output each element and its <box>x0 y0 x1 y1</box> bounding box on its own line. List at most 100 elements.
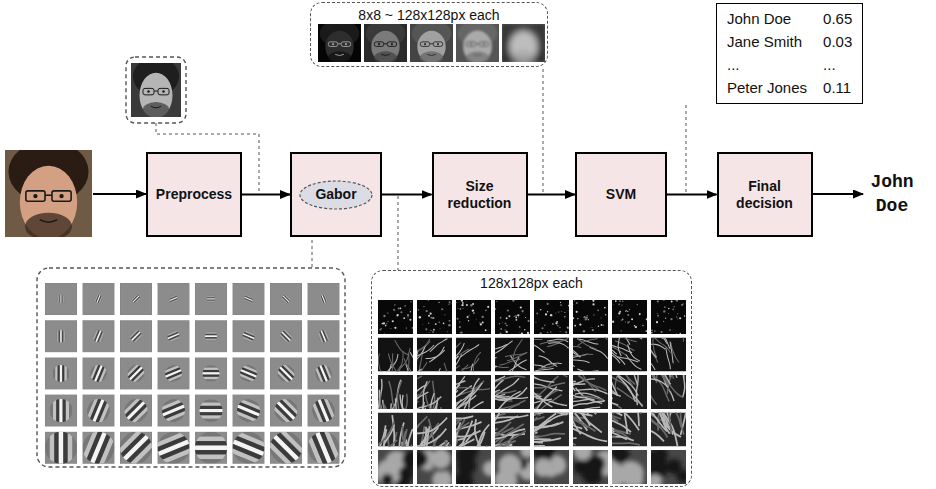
gabor-filter <box>125 400 152 427</box>
gabor-response <box>495 357 497 369</box>
gabor-filter <box>270 360 299 389</box>
gabor-response <box>387 321 388 322</box>
gabor-response <box>621 330 622 331</box>
gabor-response <box>430 312 432 314</box>
gabor-filter <box>69 357 71 389</box>
gabor-filter <box>270 320 302 352</box>
gabor-response <box>396 315 398 317</box>
gabor-response <box>485 329 487 331</box>
gabor-response <box>423 306 424 307</box>
gabor-response <box>573 438 577 446</box>
gabor-filter <box>195 295 227 296</box>
gabor-response <box>670 318 672 320</box>
gabor-response <box>555 312 556 313</box>
gabor-filter <box>195 342 227 344</box>
leader-line <box>686 104 687 192</box>
gabor-response <box>506 317 508 319</box>
gabor-filter <box>98 395 114 426</box>
gabor-response <box>387 312 388 313</box>
gabor-filter <box>308 395 324 426</box>
leader-lines <box>398 67 686 270</box>
gabor-response <box>534 338 569 372</box>
gabor-filter <box>233 331 265 348</box>
gabor-filter <box>233 432 265 464</box>
gabor-response <box>667 375 676 394</box>
gabor-response <box>670 342 673 364</box>
gabor-filter <box>159 451 189 464</box>
gabor-response <box>461 304 463 306</box>
gabor-filter <box>158 320 190 352</box>
gabor-filter <box>54 320 68 352</box>
gabor-response <box>468 320 469 321</box>
gabor-response <box>573 376 576 381</box>
flow-arrow <box>242 194 290 196</box>
gabor-filter <box>270 362 298 390</box>
face-image <box>424 43 426 45</box>
gabor-response <box>651 332 653 334</box>
gabor-response <box>683 338 685 342</box>
gabor-response <box>515 315 516 316</box>
face-image <box>384 43 387 44</box>
gabor-filter <box>270 432 302 464</box>
gabor-filter <box>93 320 110 352</box>
gabor-response <box>592 303 594 305</box>
face-image <box>5 150 92 237</box>
gabor-response <box>651 413 686 447</box>
gabor-response <box>378 375 413 409</box>
leader-line <box>398 196 399 270</box>
gabor-response <box>583 463 602 482</box>
callout-frame <box>37 268 345 467</box>
gabor-response <box>651 338 686 372</box>
face-image <box>151 106 161 108</box>
gabor-filter <box>195 363 227 384</box>
face-image <box>502 24 545 62</box>
gabor-response <box>567 327 569 329</box>
gabor-response <box>524 329 525 330</box>
gabor-filter <box>54 320 68 352</box>
gabor-filter <box>195 301 227 302</box>
gabor-response <box>653 450 668 462</box>
gabor-response <box>684 315 685 316</box>
gabor-response <box>619 300 621 302</box>
gabor-filter <box>312 320 329 352</box>
leader-line <box>543 67 544 192</box>
gabor-filter <box>195 329 227 343</box>
gabor-filter <box>62 357 64 389</box>
gabor-response <box>496 301 497 302</box>
gabor-filter <box>158 395 190 427</box>
gabor-response <box>545 313 547 315</box>
table-cell: John Doe <box>727 10 807 28</box>
gabor-filter <box>270 286 299 315</box>
gabor-response <box>663 310 665 312</box>
gabor-filter <box>274 320 302 348</box>
gabor-response <box>456 413 491 447</box>
gabor-response <box>612 375 613 399</box>
gabor-response <box>517 314 519 316</box>
gabor-response <box>616 316 618 318</box>
gabor-filter <box>125 288 152 315</box>
gabor-filter <box>195 331 227 333</box>
face-image <box>59 194 63 198</box>
face-image <box>52 191 71 201</box>
gabor-response <box>378 354 382 372</box>
gabor-response <box>432 331 434 333</box>
gabor-filter <box>195 432 227 437</box>
table-cell: ... <box>727 56 807 74</box>
gabor-filter <box>62 320 64 352</box>
gabor-response <box>657 313 658 314</box>
gabor-filter <box>98 358 114 389</box>
gabor-response <box>631 318 633 320</box>
gabor-filter <box>195 412 227 415</box>
gabor-response <box>430 317 432 319</box>
gabor-filter <box>195 406 227 409</box>
gabor-response <box>590 347 608 358</box>
gabor-response <box>457 301 459 303</box>
gabor-response <box>541 375 568 377</box>
image-callout: 128x128px each <box>371 270 692 487</box>
gabor-filter <box>195 381 227 383</box>
gabor-response <box>605 314 606 315</box>
gabor-response <box>480 323 482 325</box>
gabor-filter <box>195 337 227 339</box>
gabor-response <box>410 352 413 368</box>
